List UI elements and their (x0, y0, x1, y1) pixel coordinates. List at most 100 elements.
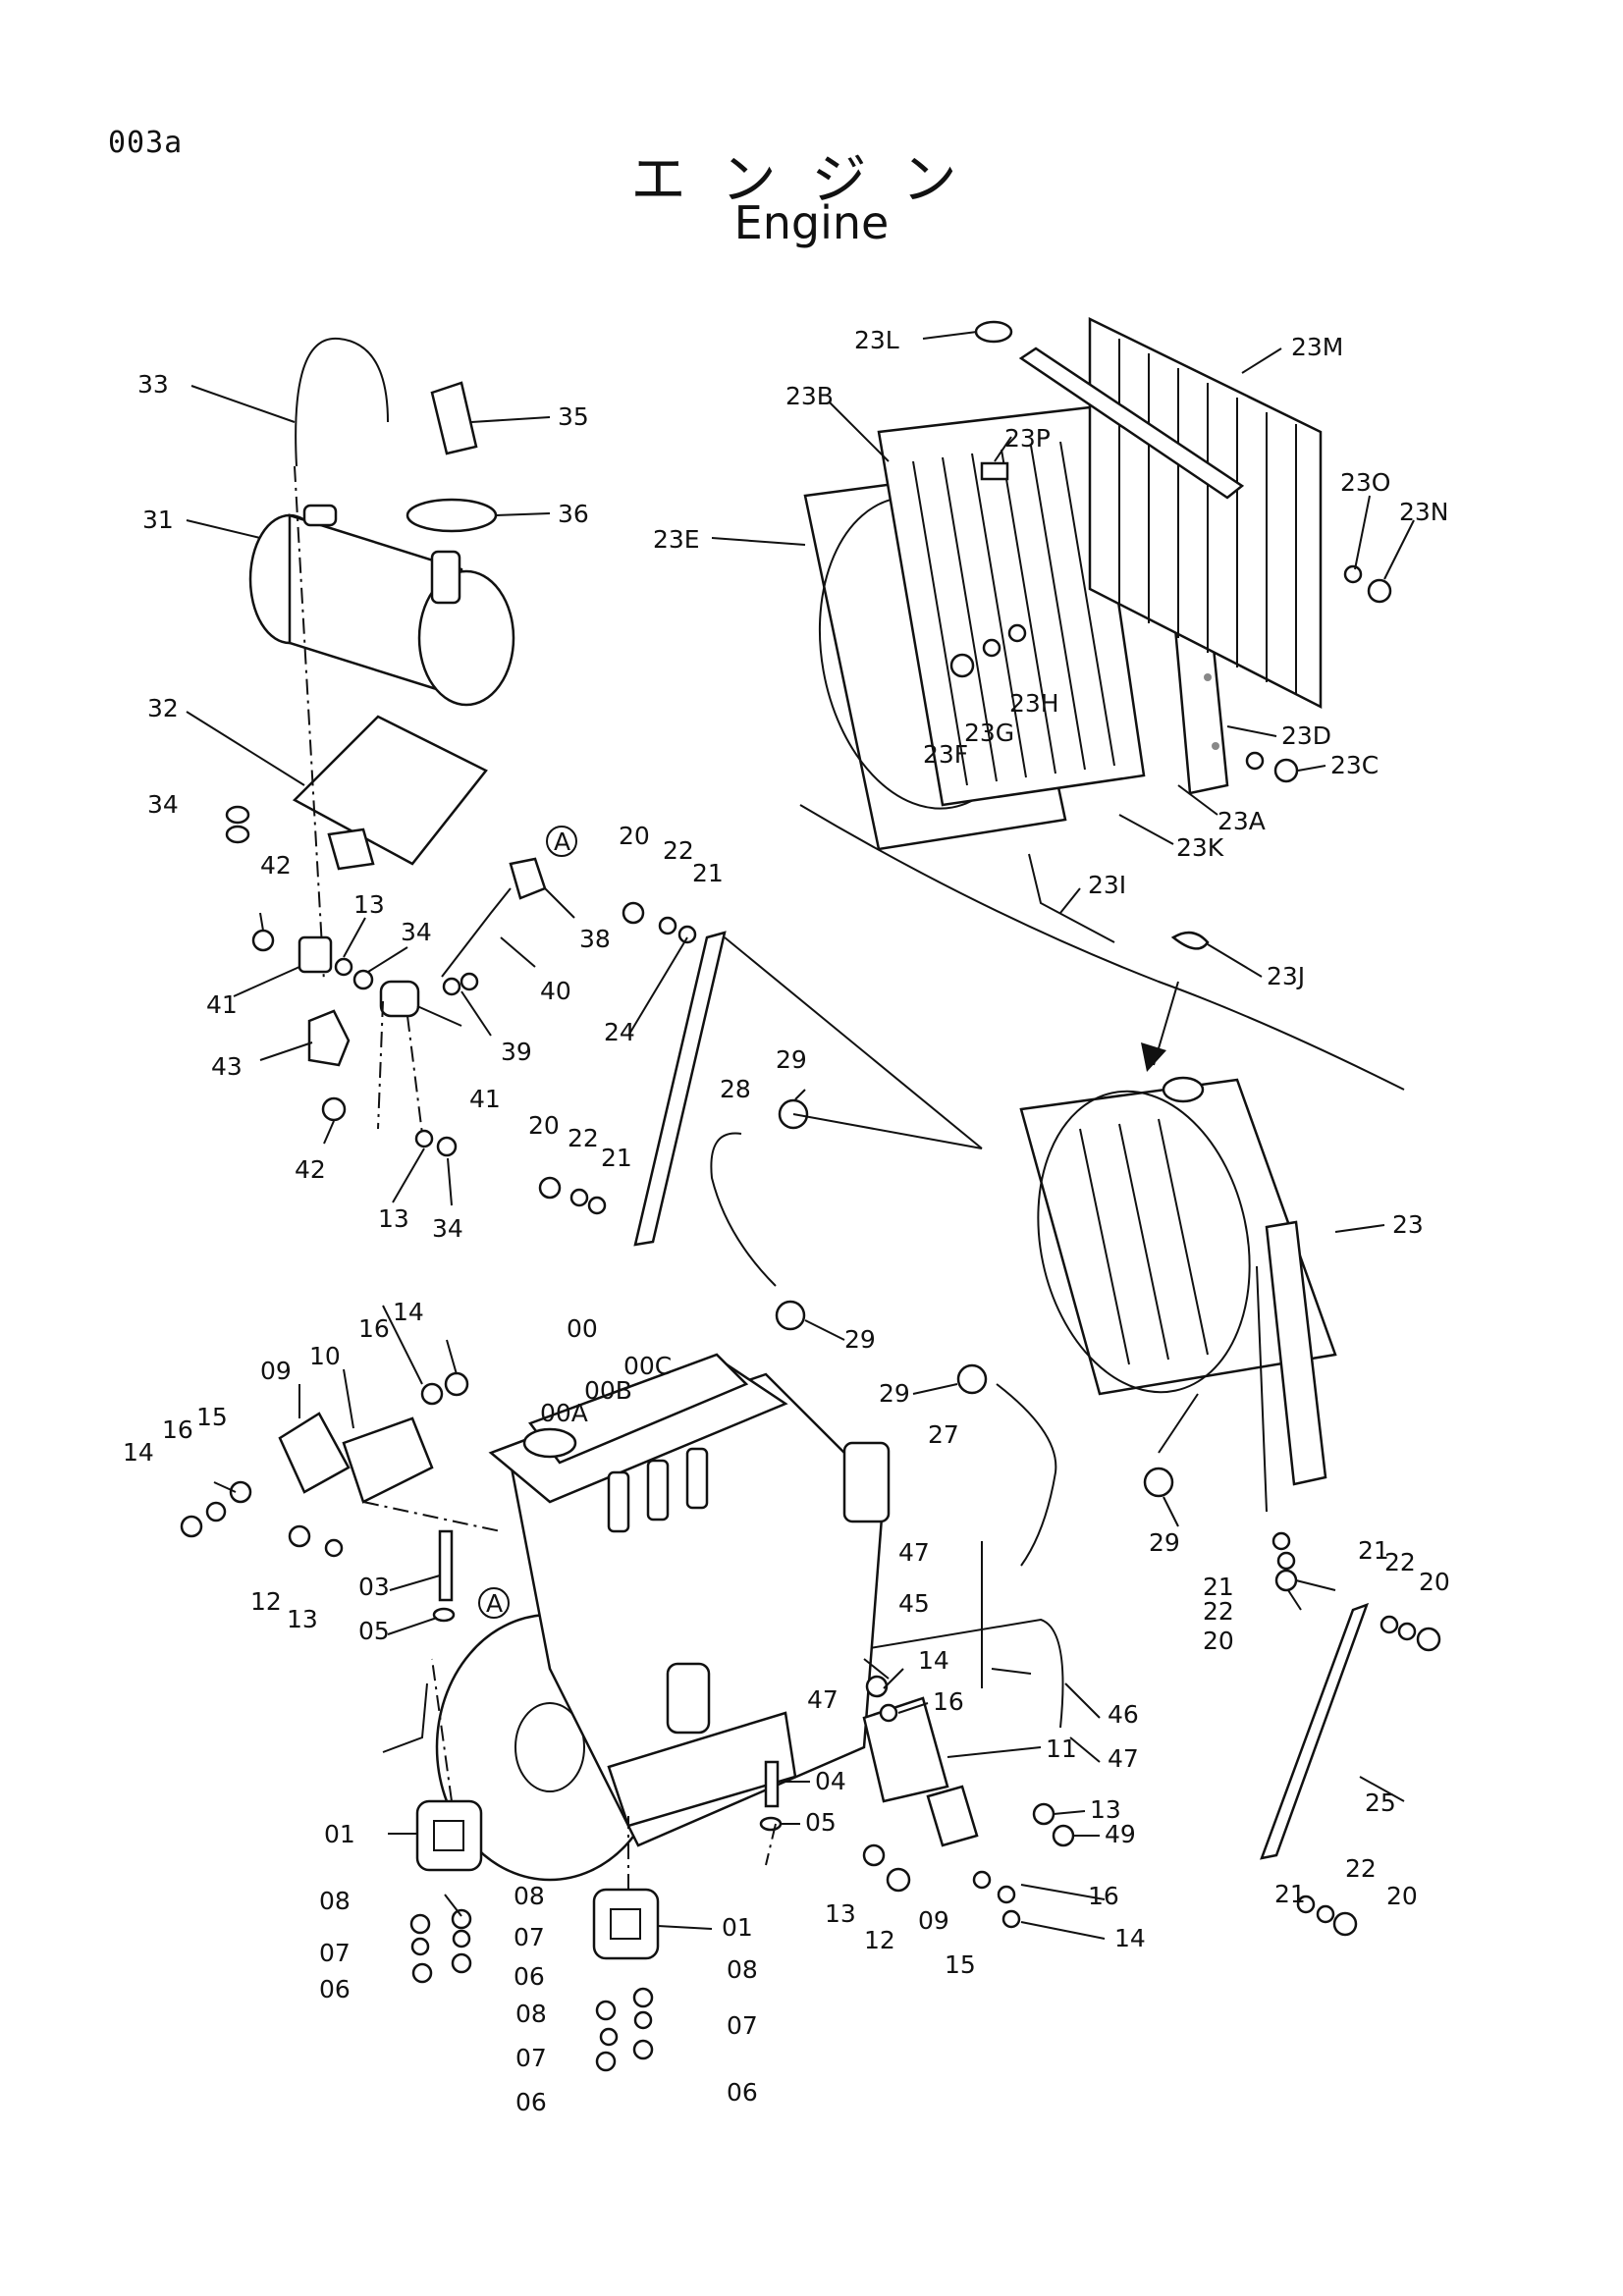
callout-47c: 47 (1108, 1744, 1139, 1773)
callout-00: 00 (567, 1314, 598, 1343)
callout-22b: 22 (568, 1124, 599, 1152)
callout-42a: 42 (260, 851, 292, 880)
callout-23K: 23K (1176, 833, 1224, 862)
nut-34a-1 (225, 805, 250, 825)
engine-mount-right-group (759, 1675, 1075, 1929)
callout-24: 24 (604, 1018, 635, 1046)
callout-07c: 07 (727, 2011, 758, 2040)
callout-23M: 23M (1291, 333, 1343, 361)
callout-15b: 15 (945, 1950, 976, 1979)
group-arrowhead (1141, 1042, 1166, 1072)
radiator-screen (1088, 316, 1323, 710)
bolt-23C (1273, 758, 1299, 783)
callout-23G: 23G (964, 719, 1014, 747)
callout-03: 03 (358, 1573, 390, 1601)
callout-34b: 34 (401, 918, 432, 946)
engine-side-bracket (842, 1441, 891, 1523)
callout-35: 35 (558, 402, 589, 431)
clip-39b (460, 972, 479, 991)
radiator-core (877, 405, 1146, 807)
callout-06d: 06 (727, 2078, 758, 2107)
callout-14c: 14 (918, 1646, 949, 1675)
reference-circle-a-top (546, 826, 577, 857)
radiator-drain-hose (1028, 853, 1115, 943)
callout-14a: 14 (393, 1298, 424, 1326)
callout-23I: 23I (1088, 871, 1126, 899)
callout-23B: 23B (785, 382, 834, 410)
leader-lines (186, 331, 1415, 1940)
lower-hose-27 (996, 1383, 1057, 1567)
bracket-11 (862, 1696, 949, 1803)
bolt-04 (764, 1760, 780, 1808)
callout-39: 39 (501, 1038, 532, 1066)
callout-11: 11 (1046, 1735, 1077, 1763)
hose-46 (863, 1618, 1064, 1729)
drain-cock (1170, 931, 1210, 950)
engine-block (509, 1372, 886, 1847)
callout-22e: 22 (1345, 1854, 1377, 1883)
injector-1 (607, 1470, 630, 1533)
callout-08d: 08 (515, 2000, 547, 2028)
hose-clamp-29c (956, 1363, 988, 1395)
bolt-42a (251, 929, 275, 952)
hose-clamp-29d (1143, 1467, 1174, 1498)
callout-23N: 23N (1399, 498, 1449, 526)
callout-14b: 14 (123, 1438, 154, 1467)
page-code: 003a (108, 126, 184, 160)
callout-41b: 41 (469, 1085, 501, 1113)
bracket-10 (342, 1416, 434, 1504)
muffler-inlet (302, 504, 338, 527)
callout-20c: 20 (1203, 1627, 1234, 1655)
radiator-exploded-group (799, 316, 1405, 1091)
callout-05a: 05 (358, 1617, 390, 1645)
callout-36: 36 (558, 500, 589, 528)
callout-07d: 07 (515, 2044, 547, 2072)
callout-25: 25 (1365, 1789, 1396, 1817)
muffler-bracket-foot (327, 828, 375, 871)
callout-05b: 05 (805, 1808, 837, 1837)
callout-01a: 01 (324, 1820, 355, 1848)
callout-A2: A (486, 1589, 503, 1618)
callout-34c: 34 (432, 1214, 463, 1243)
callout-21e: 21 (1274, 1880, 1306, 1908)
title-english: Engine (733, 196, 890, 249)
callout-21d: 21 (1358, 1536, 1389, 1565)
callout-22a: 22 (663, 836, 694, 865)
injector-2 (646, 1459, 670, 1522)
callout-15a: 15 (196, 1403, 228, 1431)
callout-23D: 23D (1281, 721, 1331, 750)
bolt-03 (438, 1529, 454, 1602)
injector-3 (685, 1447, 709, 1510)
callout-28: 28 (720, 1075, 751, 1103)
rubber-mount-01-left (409, 1799, 483, 1984)
nut-34a-2 (225, 825, 250, 844)
reference-circle-a-engine (478, 1587, 510, 1619)
callout-29c: 29 (879, 1379, 910, 1408)
radiator-top-bar (1018, 347, 1245, 500)
rubber-mount-01-right (592, 1888, 660, 2072)
callout-09a: 09 (260, 1357, 292, 1385)
callout-27: 27 (928, 1420, 959, 1449)
callout-16b: 16 (162, 1415, 193, 1444)
callout-31: 31 (142, 506, 174, 534)
stay-25 (1260, 1531, 1441, 1937)
callout-20a: 20 (619, 822, 650, 850)
fuel-filter (666, 1662, 711, 1735)
bolt-23F (949, 653, 975, 678)
callout-43: 43 (211, 1052, 243, 1081)
engine-assembly (382, 1353, 891, 1882)
callout-20e: 20 (1386, 1882, 1418, 1910)
callout-12a: 12 (250, 1587, 282, 1616)
clamp-36 (406, 498, 498, 533)
callout-23C: 23C (1330, 751, 1379, 779)
oil-pan (607, 1711, 797, 1828)
callout-23E: 23E (653, 525, 700, 554)
callout-23A: 23A (1217, 807, 1266, 835)
callout-00A: 00A (540, 1399, 588, 1427)
callout-23L: 23L (854, 326, 899, 354)
callout-41a: 41 (206, 990, 238, 1019)
callout-47b: 47 (807, 1685, 839, 1714)
callout-23H: 23H (1009, 689, 1059, 718)
callout-20b: 20 (528, 1111, 560, 1140)
